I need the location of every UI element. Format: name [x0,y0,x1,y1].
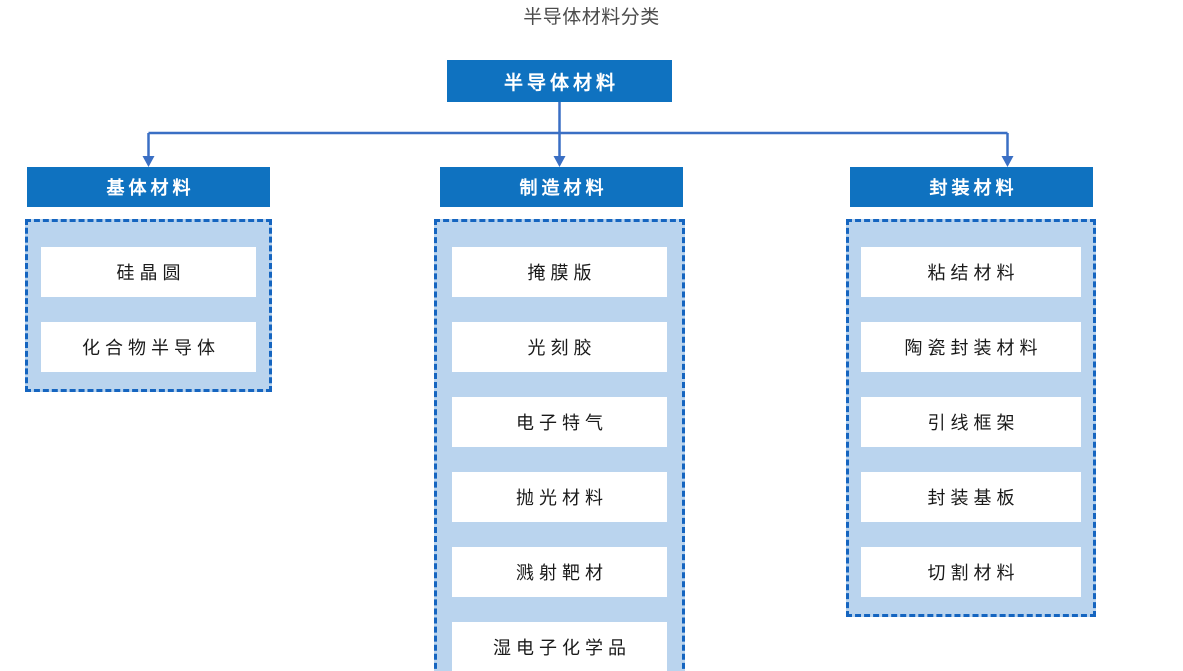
panel-item-list-fab: 掩膜版 光刻胶 电子特气 抛光材料 溅射靶材 湿电子化学品 [437,247,682,671]
list-item-label: 光刻胶 [527,338,597,359]
list-item[interactable]: 溅射靶材 [452,547,667,597]
column-header-label-pkg: 封装材料 [929,178,1018,199]
list-item[interactable]: 掩膜版 [452,247,667,297]
arrowhead-base-icon [142,156,155,167]
column-panel-fab: 掩膜版 光刻胶 电子特气 抛光材料 溅射靶材 湿电子化学品 [434,219,685,671]
list-item-label: 硅晶圆 [116,263,186,284]
column-panel-pkg: 粘结材料 陶瓷封装材料 引线框架 封装基板 切割材料 [846,219,1096,617]
list-item[interactable]: 陶瓷封装材料 [861,322,1081,372]
list-item[interactable]: 引线框架 [861,397,1081,447]
list-item-label: 切割材料 [927,563,1020,584]
list-item[interactable]: 抛光材料 [452,472,667,522]
column-header-fab[interactable]: 制造材料 [440,167,683,207]
list-item[interactable]: 硅晶圆 [41,247,256,297]
arrowhead-pkg-icon [1001,156,1014,167]
list-item-label: 抛光材料 [516,488,608,509]
list-item[interactable]: 湿电子化学品 [452,622,667,671]
column-header-label-base: 基体材料 [106,178,195,199]
root-node-label: 半导体材料 [503,71,619,94]
list-item-label: 电子特气 [516,413,608,434]
list-item-label: 引线框架 [927,413,1020,434]
list-item[interactable]: 电子特气 [452,397,667,447]
list-item[interactable]: 化合物半导体 [41,322,256,372]
list-item[interactable]: 粘结材料 [861,247,1081,297]
list-item-label: 陶瓷封装材料 [904,338,1043,359]
column-header-label-fab: 制造材料 [519,178,608,199]
list-item-label: 掩膜版 [527,263,597,284]
list-item-label: 湿电子化学品 [493,638,631,659]
list-item[interactable]: 封装基板 [861,472,1081,522]
column-header-base[interactable]: 基体材料 [27,167,270,207]
column-header-pkg[interactable]: 封装材料 [850,167,1093,207]
list-item-label: 溅射靶材 [516,563,608,584]
root-node[interactable]: 半导体材料 [447,60,672,102]
panel-item-list-base: 硅晶圆 化合物半导体 [28,247,269,372]
list-item[interactable]: 切割材料 [861,547,1081,597]
list-item-label: 粘结材料 [927,263,1020,284]
list-item-label: 封装基板 [927,488,1020,509]
list-item[interactable]: 光刻胶 [452,322,667,372]
list-item-label: 化合物半导体 [82,338,220,359]
page-title: 半导体材料分类 [523,6,660,28]
panel-item-list-pkg: 粘结材料 陶瓷封装材料 引线框架 封装基板 切割材料 [849,247,1093,597]
column-panel-base: 硅晶圆 化合物半导体 [25,219,272,392]
arrowhead-fab-icon [553,156,566,167]
